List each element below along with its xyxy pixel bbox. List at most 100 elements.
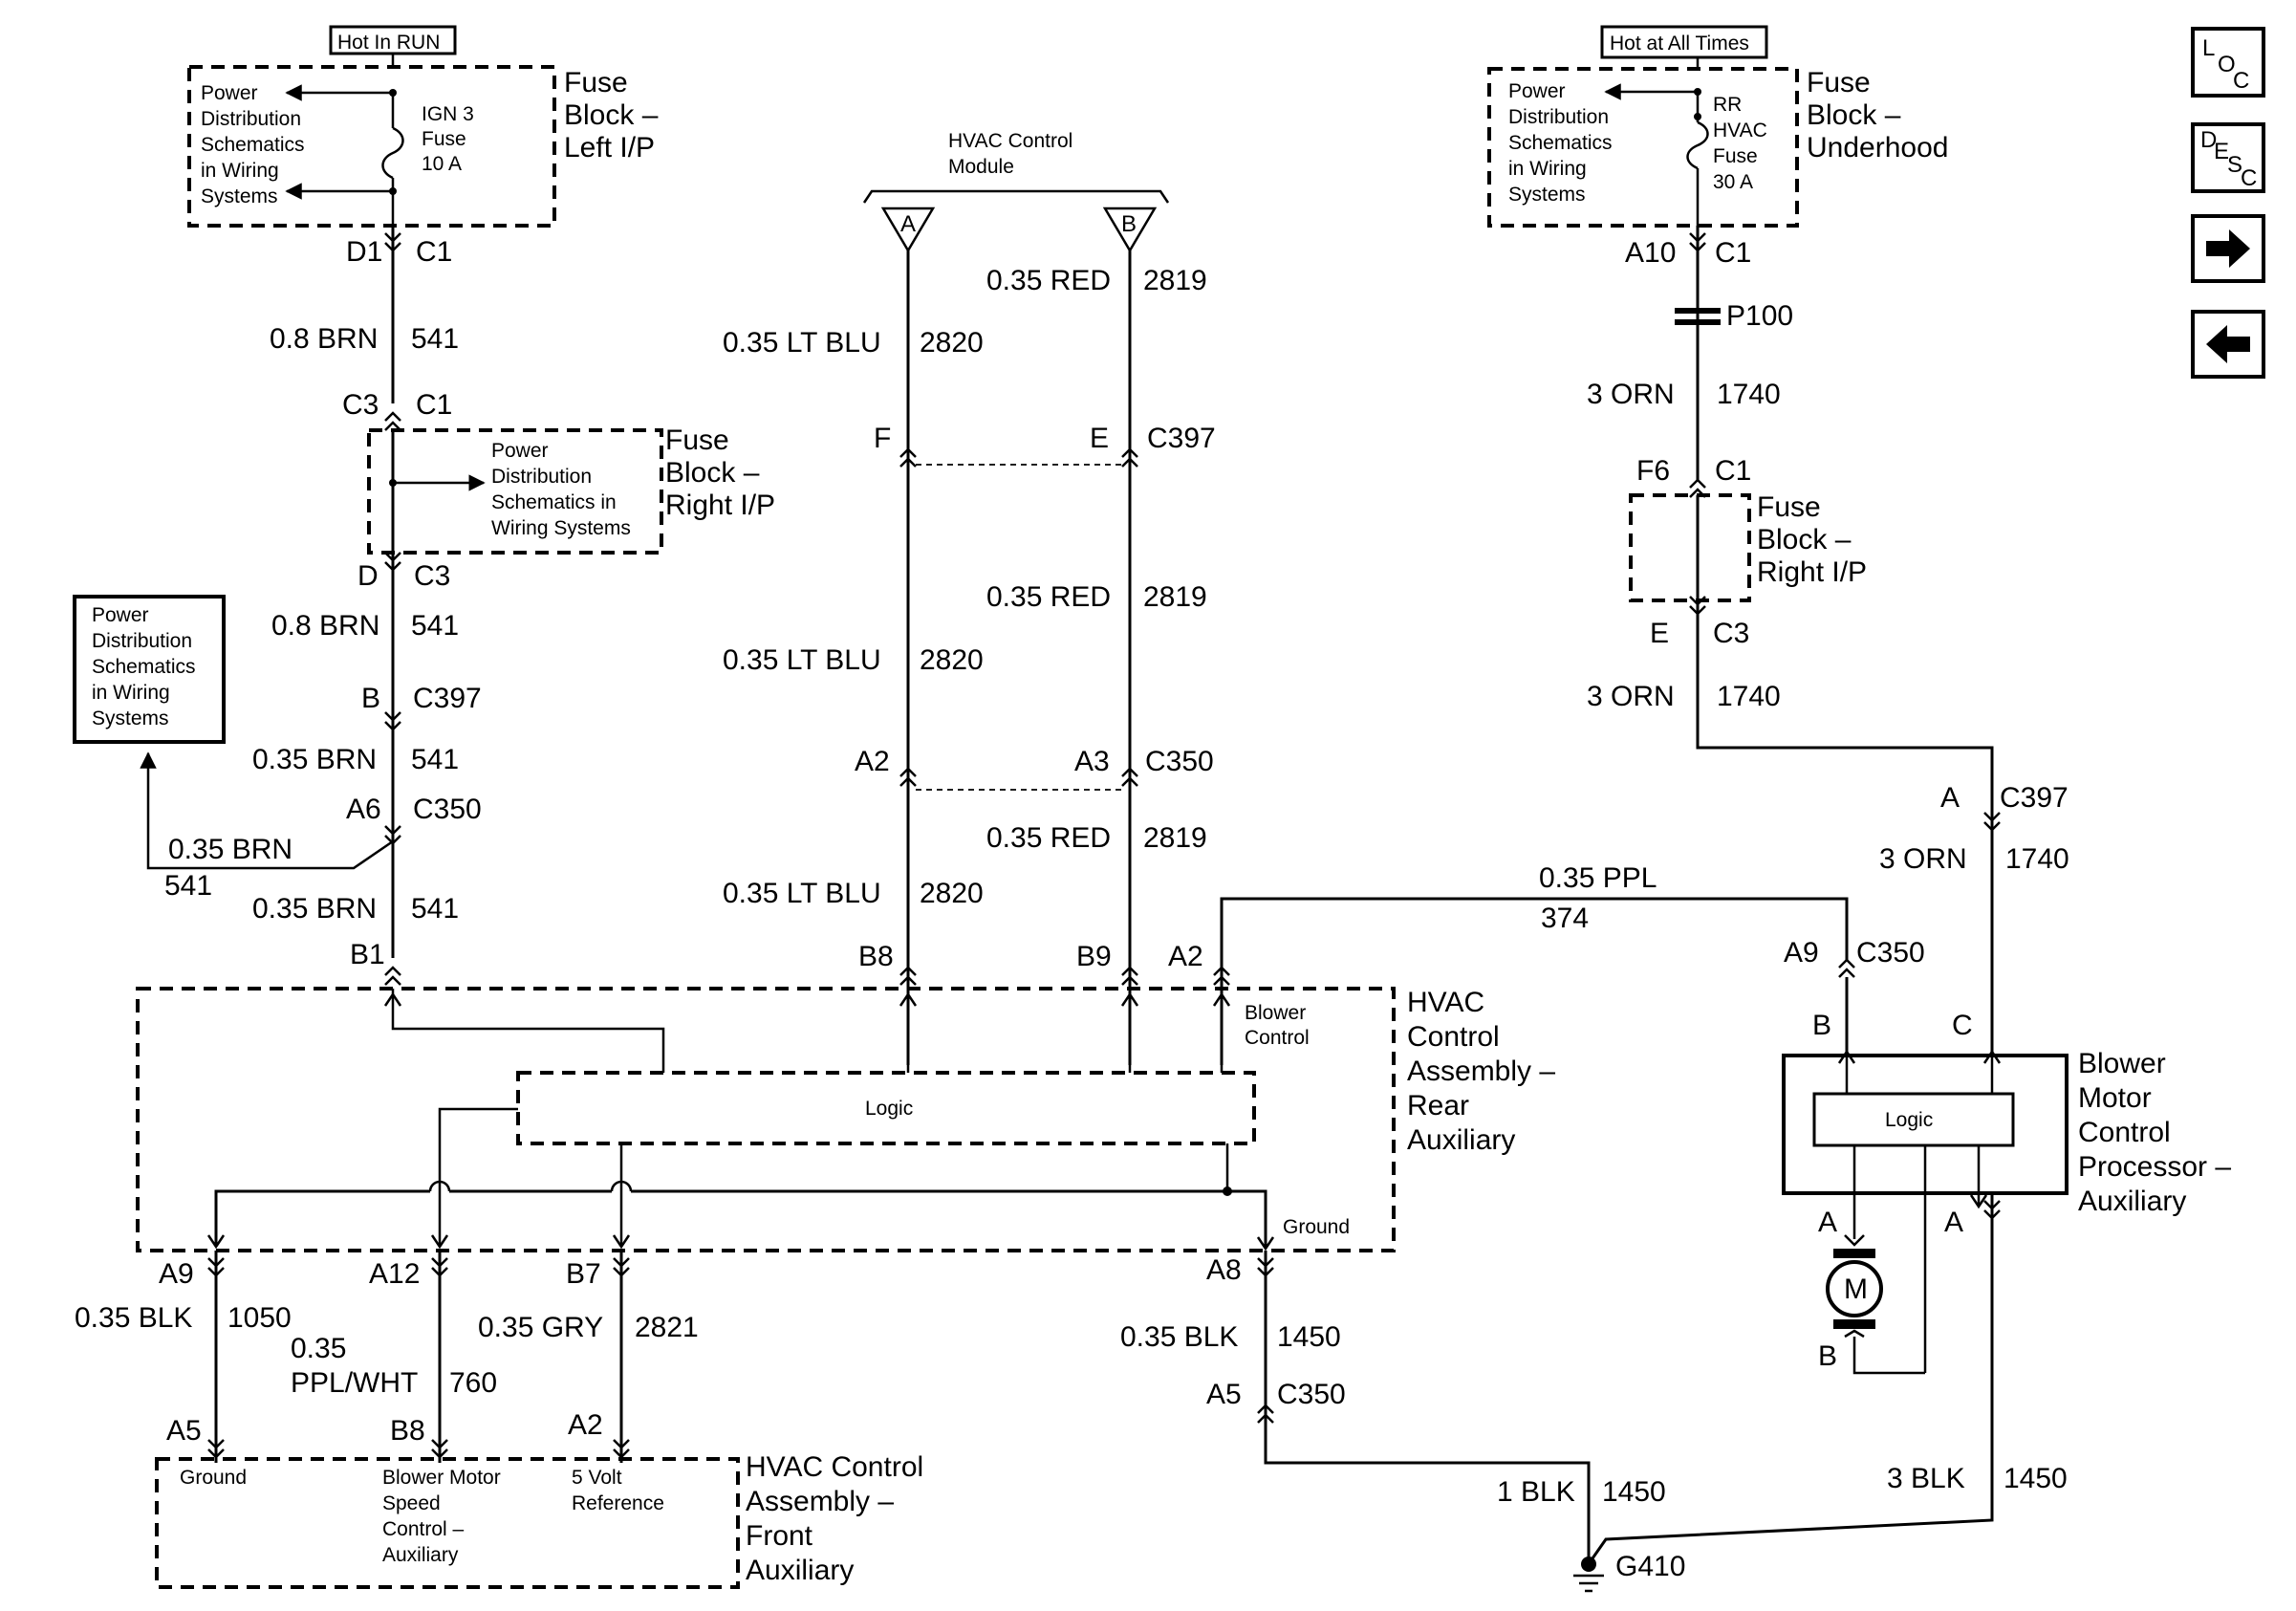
fuse-block-left-ip <box>187 65 556 228</box>
right-arrow-icon <box>2206 229 2250 268</box>
svg-text:Left I/P: Left I/P <box>564 132 655 163</box>
svg-text:0.35 LT BLU: 0.35 LT BLU <box>723 327 881 359</box>
svg-text:Reference: Reference <box>572 1492 664 1514</box>
svg-text:Distribution: Distribution <box>201 108 301 130</box>
svg-text:C: C <box>2233 68 2249 94</box>
desc-button[interactable]: D E S C <box>2191 122 2265 193</box>
svg-text:2820: 2820 <box>920 327 984 359</box>
fuse-block-right-ip-a <box>367 428 663 555</box>
svg-text:Distribution: Distribution <box>491 466 592 488</box>
blower-control-label: Blower Control <box>1245 1002 1310 1049</box>
svg-text:Blower Motor: Blower Motor <box>382 1467 501 1489</box>
svg-text:0.8 BRN: 0.8 BRN <box>270 323 378 355</box>
svg-text:Distribution: Distribution <box>1508 106 1609 128</box>
svg-text:RR: RR <box>1713 94 1742 116</box>
blower-logic-block <box>1812 1092 2015 1147</box>
svg-text:541: 541 <box>411 323 459 355</box>
svg-text:D: D <box>2200 127 2217 153</box>
svg-text:C: C <box>1952 1010 1973 1041</box>
prev-page-button[interactable] <box>2191 310 2265 379</box>
svg-text:C350: C350 <box>1145 746 1214 777</box>
svg-text:Blower: Blower <box>2078 1048 2166 1079</box>
svg-text:P100: P100 <box>1726 300 1793 332</box>
svg-text:1740: 1740 <box>1717 379 1781 410</box>
svg-text:A6: A6 <box>346 794 381 825</box>
fuse-block-right-ip-b-label: Fuse Block – Right I/P <box>1757 491 1867 588</box>
svg-text:C350: C350 <box>1277 1379 1346 1410</box>
svg-text:B1: B1 <box>350 939 385 970</box>
svg-text:S: S <box>2227 152 2242 178</box>
svg-text:Auxiliary: Auxiliary <box>746 1555 854 1586</box>
rear-assembly-label: HVAC Control Assembly – Rear Auxiliary <box>1407 987 1555 1156</box>
svg-text:Fuse: Fuse <box>1807 67 1871 98</box>
svg-text:10 A: 10 A <box>422 153 462 175</box>
svg-text:760: 760 <box>449 1367 497 1399</box>
svg-text:Front: Front <box>746 1520 813 1552</box>
svg-text:Distribution: Distribution <box>92 630 192 652</box>
svg-text:2819: 2819 <box>1143 822 1207 854</box>
svg-text:E: E <box>1090 423 1109 454</box>
svg-text:C3: C3 <box>1713 618 1749 649</box>
svg-text:Power: Power <box>1508 80 1566 102</box>
svg-text:Control –: Control – <box>382 1518 465 1540</box>
svg-text:5 Volt: 5 Volt <box>572 1467 622 1489</box>
front-ref-label: 5 Volt Reference <box>572 1467 664 1514</box>
svg-text:A5: A5 <box>166 1415 202 1447</box>
svg-text:Speed: Speed <box>382 1492 441 1514</box>
hvac-control-assembly-front <box>155 1457 740 1589</box>
svg-text:Logic: Logic <box>1885 1109 1933 1131</box>
svg-text:B8: B8 <box>390 1415 425 1447</box>
svg-text:Wiring Systems: Wiring Systems <box>491 517 631 539</box>
svg-text:0.35 LT BLU: 0.35 LT BLU <box>723 878 881 909</box>
svg-text:F6: F6 <box>1636 455 1670 487</box>
svg-text:Power: Power <box>201 82 258 104</box>
svg-text:in Wiring: in Wiring <box>201 160 279 182</box>
svg-text:O: O <box>2218 52 2236 77</box>
svg-text:HVAC: HVAC <box>1713 120 1767 142</box>
svg-text:Block –: Block – <box>1757 524 1852 555</box>
blower-motor-icon <box>1826 1260 1883 1317</box>
svg-text:1050: 1050 <box>227 1302 292 1334</box>
svg-text:F: F <box>874 423 891 454</box>
svg-text:Underhood: Underhood <box>1807 132 1948 163</box>
svg-text:0.35 RED: 0.35 RED <box>986 265 1111 296</box>
svg-text:IGN 3: IGN 3 <box>422 103 474 125</box>
svg-text:Motor: Motor <box>2078 1082 2152 1114</box>
svg-text:Block –: Block – <box>1807 99 1901 131</box>
rear-logic-block <box>516 1071 1256 1145</box>
power-distribution-box <box>73 595 226 744</box>
svg-text:Auxiliary: Auxiliary <box>2078 1186 2186 1217</box>
svg-text:A2: A2 <box>568 1409 603 1441</box>
svg-text:0.35 LT BLU: 0.35 LT BLU <box>723 644 881 676</box>
pds-standalone-text: Power Distribution Schematics in Wiring … <box>92 604 196 729</box>
svg-text:Block –: Block – <box>564 99 659 131</box>
svg-text:D1: D1 <box>346 236 382 268</box>
svg-text:3 BLK: 3 BLK <box>1887 1463 1965 1494</box>
hot-in-run-label: Hot In RUN <box>337 32 440 54</box>
next-page-button[interactable] <box>2191 214 2265 283</box>
svg-text:A5: A5 <box>1206 1379 1242 1410</box>
svg-text:A2: A2 <box>855 746 890 777</box>
svg-text:A12: A12 <box>369 1258 420 1290</box>
svg-text:541: 541 <box>164 870 212 902</box>
svg-text:C1: C1 <box>1715 237 1751 269</box>
svg-text:HVAC Control: HVAC Control <box>746 1451 923 1483</box>
svg-text:C3: C3 <box>342 389 379 421</box>
svg-text:0.35 PPL: 0.35 PPL <box>1539 862 1657 894</box>
svg-text:in Wiring: in Wiring <box>1508 158 1587 180</box>
hvac-control-assembly-rear <box>136 987 1396 1252</box>
loc-button[interactable]: L O C <box>2191 27 2265 98</box>
svg-text:A2: A2 <box>1168 941 1203 972</box>
svg-text:Logic: Logic <box>865 1098 913 1120</box>
svg-text:0.35 BLK: 0.35 BLK <box>1120 1321 1238 1353</box>
svg-text:B: B <box>1818 1340 1837 1372</box>
svg-text:C350: C350 <box>413 794 482 825</box>
svg-text:HVAC Control: HVAC Control <box>948 130 1072 152</box>
svg-text:Right I/P: Right I/P <box>665 490 775 521</box>
svg-text:Module: Module <box>948 156 1014 178</box>
svg-text:A: A <box>1940 782 1960 814</box>
svg-text:Schematics: Schematics <box>201 134 305 156</box>
svg-text:Schematics in: Schematics in <box>491 491 617 513</box>
svg-text:Power: Power <box>92 604 149 626</box>
hot-at-all-times-label: Hot at All Times <box>1610 33 1749 54</box>
